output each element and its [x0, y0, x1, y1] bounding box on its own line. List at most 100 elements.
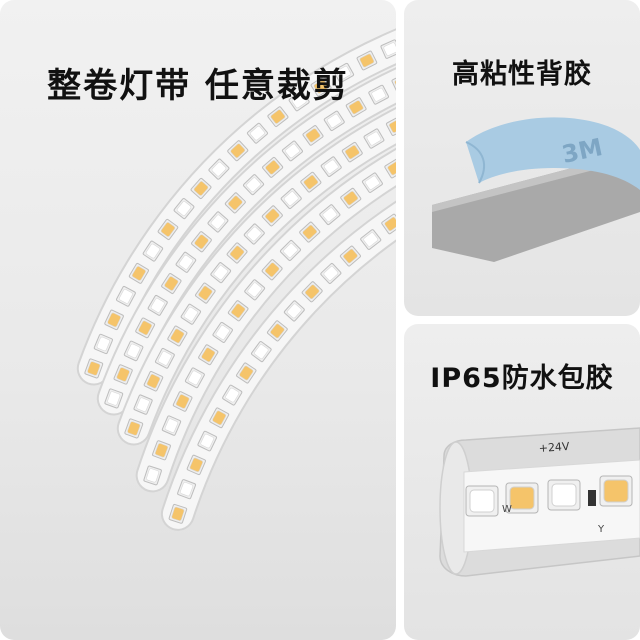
led-chip [84, 358, 104, 379]
led-strip-coil [76, 28, 396, 531]
led-chip [356, 50, 378, 71]
led-phosphor [264, 262, 280, 278]
led-phosphor [322, 207, 338, 222]
led-chip [173, 198, 195, 220]
led-chip [320, 156, 342, 177]
led-phosphor [254, 344, 269, 359]
led-chip [104, 388, 124, 409]
led-chip [180, 303, 202, 325]
led-phosphor [127, 421, 141, 436]
led-chip [236, 362, 257, 384]
led-chip [124, 418, 144, 439]
led-chip [93, 333, 113, 355]
led-chip [190, 177, 212, 199]
led-chip [210, 262, 232, 284]
led-chip [281, 140, 303, 162]
led-chip [319, 204, 341, 226]
waterproof-panel: IP65防水包胶 +24V W Y [404, 324, 640, 640]
led-phosphor [384, 216, 396, 232]
resistor [588, 490, 596, 506]
led-phosphor [150, 298, 165, 313]
led-phosphor [343, 191, 359, 206]
led-phosphor [138, 320, 152, 336]
led-phosphor [131, 266, 146, 281]
led-phosphor [201, 347, 216, 363]
led-phosphor [215, 325, 230, 340]
led-chip [128, 263, 149, 284]
led-chip [380, 39, 396, 59]
led-phosphor [270, 109, 286, 124]
led-phosphor [231, 303, 246, 319]
led-chip [360, 229, 382, 250]
led-phosphor [265, 160, 280, 175]
led-chip [135, 317, 156, 339]
led-chip [209, 407, 230, 429]
led-phosphor [265, 208, 280, 224]
led-phosphor [178, 254, 193, 270]
led-phosphor [193, 181, 209, 196]
ip65-y-label: Y [597, 524, 605, 535]
led-chip [226, 242, 248, 264]
led-chip-frame [385, 116, 396, 136]
strip-pcb [78, 30, 396, 384]
led-chip [320, 263, 342, 284]
led-phosphor [87, 361, 101, 376]
led-phosphor [164, 418, 179, 433]
led-phosphor [230, 143, 246, 158]
led-chip [152, 440, 171, 461]
tape-release-liner [466, 117, 640, 190]
led-chip [222, 384, 243, 406]
led-strip-strand [116, 107, 396, 446]
led-phosphor [305, 128, 321, 143]
led-phosphor [126, 343, 141, 359]
led-chip [243, 174, 265, 196]
led-phosphor [366, 131, 382, 146]
led-phosphor [212, 410, 227, 426]
led-chip [384, 158, 396, 179]
led-chip [227, 300, 249, 322]
led-chip [133, 394, 153, 415]
led-phosphor [107, 391, 121, 406]
ip65-led-chip [599, 475, 633, 507]
ip65-led-phosphor [469, 489, 495, 513]
ip65-voltage-label: +24V [538, 440, 570, 455]
led-phosphor [283, 191, 299, 206]
led-chip [340, 187, 362, 209]
led-chip [177, 479, 196, 500]
led-chip [143, 371, 164, 392]
led-chip [224, 192, 246, 214]
ip65-led-chip [547, 479, 581, 511]
led-chip [301, 281, 323, 303]
led-chip [157, 218, 179, 240]
led-chip [161, 273, 182, 294]
led-phosphor [228, 195, 243, 211]
led-chip [262, 156, 284, 178]
led-phosphor [348, 100, 364, 115]
led-phosphor [389, 119, 396, 133]
led-strip-strand [76, 28, 396, 386]
led-phosphor [158, 351, 172, 366]
led-chip [175, 251, 197, 273]
ip65-led-phosphor [509, 486, 535, 510]
led-phosphor [270, 323, 285, 339]
led-phosphor [183, 306, 198, 322]
led-phosphor [336, 66, 351, 80]
led-chip [116, 286, 136, 307]
led-phosphor [371, 87, 386, 102]
led-phosphor [383, 42, 396, 56]
led-chip [207, 211, 229, 233]
led-chip [368, 84, 389, 105]
led-strip-strand [135, 147, 396, 493]
led-phosphor [119, 289, 133, 304]
led-chip [345, 97, 367, 118]
tape-illustration: 3M [432, 117, 640, 262]
led-phosphor [180, 482, 194, 497]
led-chip [333, 62, 355, 83]
led-phosphor [225, 387, 240, 403]
led-chip [198, 344, 219, 366]
led-chip [299, 221, 321, 243]
led-chip [161, 415, 182, 436]
led-chip [154, 348, 175, 369]
led-chip [104, 309, 124, 331]
led-chip [212, 321, 233, 343]
